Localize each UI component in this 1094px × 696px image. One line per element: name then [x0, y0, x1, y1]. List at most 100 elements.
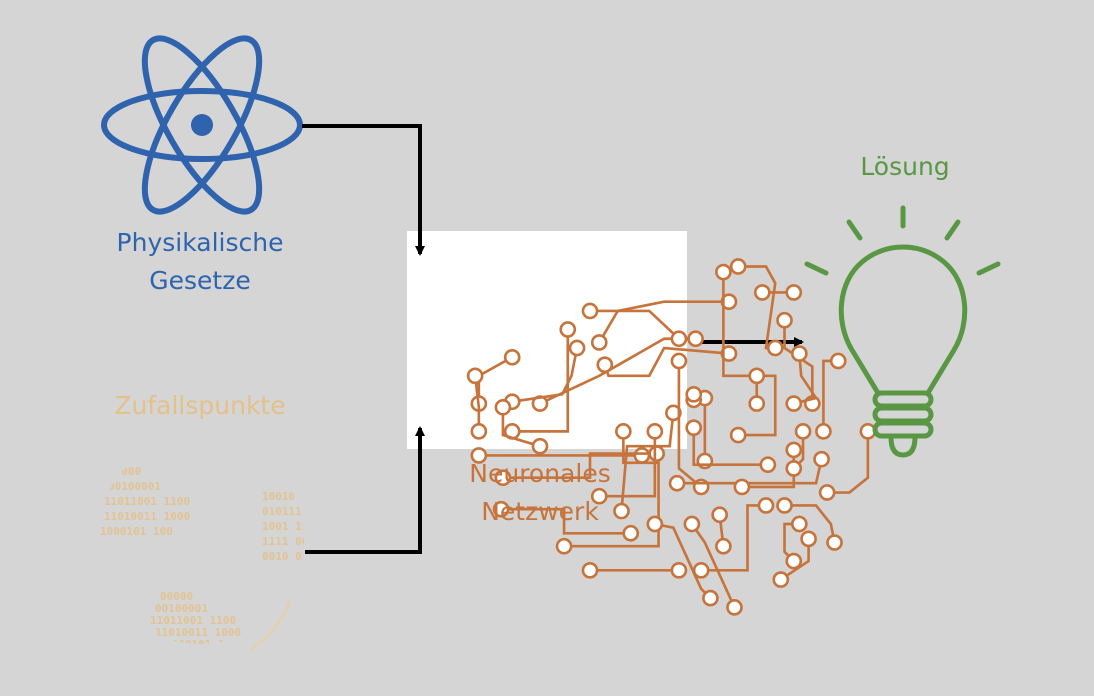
- brain-node: [648, 445, 666, 462]
- brain-node: [826, 534, 843, 551]
- brain-node: [670, 330, 688, 348]
- brain-node: [726, 599, 743, 616]
- brain-node: [829, 352, 847, 370]
- brain-trace: [701, 504, 766, 572]
- brain-node: [581, 302, 599, 320]
- globe-binary-text: 11011001 1100: [150, 614, 236, 627]
- globe-binary-text: 1000101 100: [165, 638, 238, 651]
- arrow-physics-to-network: [302, 124, 425, 256]
- globe-binary-text: 1000101 100: [100, 525, 173, 538]
- brain-node: [670, 352, 688, 370]
- solution-label: Lösung: [860, 152, 950, 181]
- brain-trace: [738, 265, 777, 350]
- globe-binary-text: 01011111: [262, 505, 315, 518]
- brain-node: [818, 484, 836, 501]
- globe-binary-text: 1001 1110: [262, 520, 322, 533]
- brain-trace: [599, 431, 657, 498]
- brain-trace: [501, 407, 541, 448]
- brain-node: [646, 515, 664, 533]
- circuit-brain-icon: [466, 258, 877, 616]
- physics-label-line2: Gesetze: [149, 266, 251, 295]
- brain-node: [615, 423, 632, 440]
- brain-node: [715, 537, 732, 555]
- brain-node: [790, 515, 808, 533]
- brain-node: [813, 450, 830, 468]
- brain-node: [665, 404, 682, 422]
- atom-icon: [101, 35, 303, 215]
- brain-node: [720, 345, 738, 362]
- brain-node: [685, 419, 703, 437]
- brain-node: [720, 293, 738, 311]
- brain-node: [733, 478, 751, 496]
- brain-node: [711, 506, 729, 524]
- brain-node: [759, 456, 777, 474]
- brain-node: [815, 423, 832, 440]
- brain-trace: [512, 329, 570, 433]
- brain-node: [785, 552, 803, 570]
- brain-node: [470, 423, 488, 440]
- brain-trace: [598, 300, 729, 344]
- globe-binary-text: 0010 01: [262, 550, 309, 563]
- brain-trace: [564, 431, 660, 548]
- brain-trace: [822, 359, 839, 432]
- brain-trace: [654, 522, 712, 600]
- brain-node: [794, 423, 812, 440]
- brain-node: [622, 524, 640, 542]
- brain-node: [494, 398, 512, 416]
- brain-node: [470, 447, 488, 464]
- globe-binary-text: 00000: [160, 590, 193, 603]
- globe-binary-text: 11010011 1000: [155, 626, 241, 639]
- brain-node: [687, 330, 704, 348]
- brain-trace: [793, 353, 819, 405]
- physics-label-line1: Physikalische: [116, 228, 284, 257]
- brain-node: [683, 515, 701, 533]
- brain-node: [685, 385, 703, 403]
- arrow-random-to-network: [305, 426, 425, 554]
- neural-network-label-line1: Neuronales: [469, 459, 611, 488]
- globe-binary-text: 1111 00: [262, 535, 308, 548]
- brain-node: [646, 423, 664, 440]
- brain-node: [748, 395, 766, 412]
- brain-node: [494, 469, 512, 487]
- brain-node: [702, 589, 719, 607]
- brain-node: [568, 339, 586, 357]
- brain-trace: [620, 412, 675, 512]
- brain-node: [596, 356, 614, 374]
- brain-trace: [784, 504, 836, 543]
- brain-node: [559, 321, 577, 338]
- random-points-label: Zufallspunkte: [114, 391, 286, 420]
- brain-node: [800, 530, 817, 548]
- globe-binary-text: 00000: [108, 465, 141, 478]
- brain-node: [766, 339, 784, 357]
- brain-node: [729, 426, 747, 444]
- globe-binary-text: 00100001: [155, 602, 208, 615]
- brain-trace: [677, 360, 702, 488]
- lightbulb-icon: [804, 205, 1001, 458]
- globe-binary-text: 11010011 1000: [104, 510, 190, 523]
- brain-node: [748, 367, 766, 385]
- neural-network-label: Neuronales Netzwerk: [440, 455, 640, 531]
- globe-binary-text: 11011001 1100: [104, 495, 190, 508]
- brain-node: [776, 497, 793, 514]
- brain-node: [466, 367, 484, 385]
- brain-trace: [827, 431, 870, 494]
- brain-node: [670, 561, 688, 579]
- brain-node: [785, 460, 803, 477]
- brain-node: [555, 537, 573, 555]
- brain-node: [531, 437, 549, 455]
- brain-node: [753, 284, 771, 301]
- brain-trace: [783, 320, 814, 404]
- physics-label: Physikalische Gesetze: [95, 224, 305, 300]
- brain-node: [772, 571, 790, 588]
- brain-trace: [501, 507, 631, 535]
- brain-node: [503, 348, 521, 366]
- brain-trace: [722, 272, 777, 437]
- brain-node: [581, 561, 599, 579]
- brain-trace: [590, 309, 680, 340]
- neural-network-label-line2: Netzwerk: [481, 497, 599, 526]
- globe-binary-text: 10010 1010: [262, 490, 328, 503]
- brain-node: [590, 334, 608, 351]
- brain-node: [715, 263, 732, 281]
